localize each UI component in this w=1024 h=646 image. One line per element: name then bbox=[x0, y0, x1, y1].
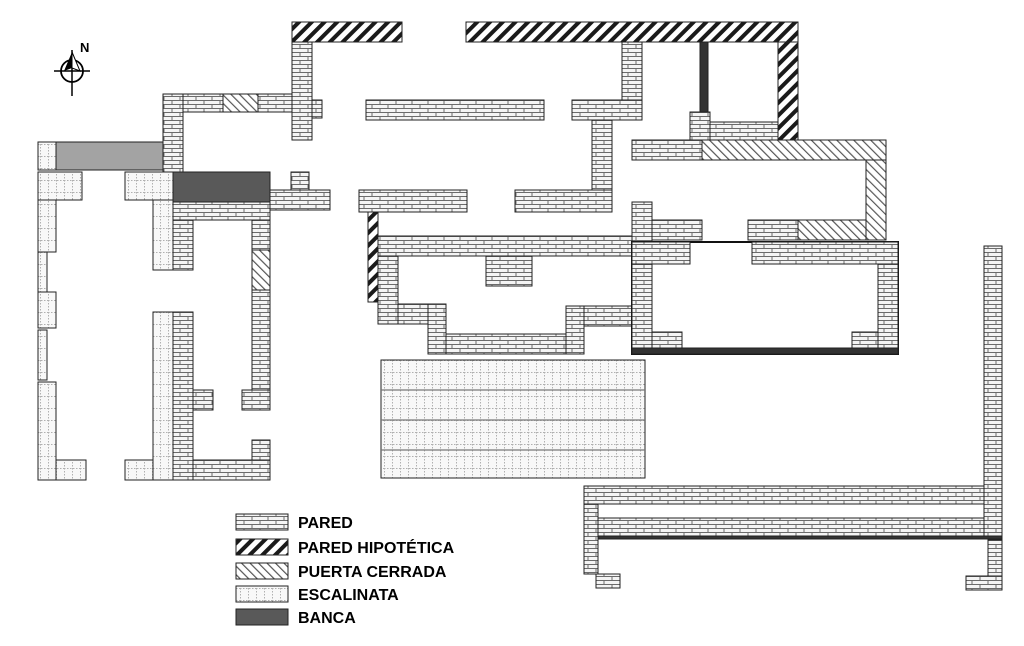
southeast-structure bbox=[583, 245, 1003, 591]
left-structure bbox=[37, 93, 331, 481]
legend-label-pared-hipotetica: PARED HIPOTÉTICA bbox=[298, 538, 455, 557]
legend-item-banca: BANCA bbox=[235, 608, 356, 627]
legend-label-escalinata: ESCALINATA bbox=[298, 587, 399, 604]
legend-swatch-solid bbox=[235, 608, 289, 626]
east-structure bbox=[631, 241, 899, 355]
legend-label-banca: BANCA bbox=[298, 610, 356, 627]
legend: PARED PARED HIPOTÉTICA PUERTA CERRADA ES… bbox=[235, 513, 455, 627]
legend-label-puerta-cerrada: PUERTA CERRADA bbox=[298, 564, 447, 581]
legend-swatch-crosshatch bbox=[235, 562, 289, 580]
north-label: N bbox=[80, 40, 89, 55]
legend-item-escalinata: ESCALINATA bbox=[235, 585, 399, 604]
legend-swatch-hatch bbox=[235, 538, 289, 556]
legend-swatch-brick bbox=[235, 513, 289, 531]
center-structure bbox=[367, 211, 646, 479]
north-arrow-icon: N bbox=[54, 40, 90, 96]
legend-item-pared-hipotetica: PARED HIPOTÉTICA bbox=[235, 538, 455, 557]
legend-item-pared: PARED bbox=[235, 513, 353, 532]
legend-swatch-dots bbox=[235, 585, 289, 603]
north-structure bbox=[291, 21, 887, 243]
legend-label-pared: PARED bbox=[298, 515, 353, 532]
legend-item-puerta-cerrada: PUERTA CERRADA bbox=[235, 562, 447, 581]
